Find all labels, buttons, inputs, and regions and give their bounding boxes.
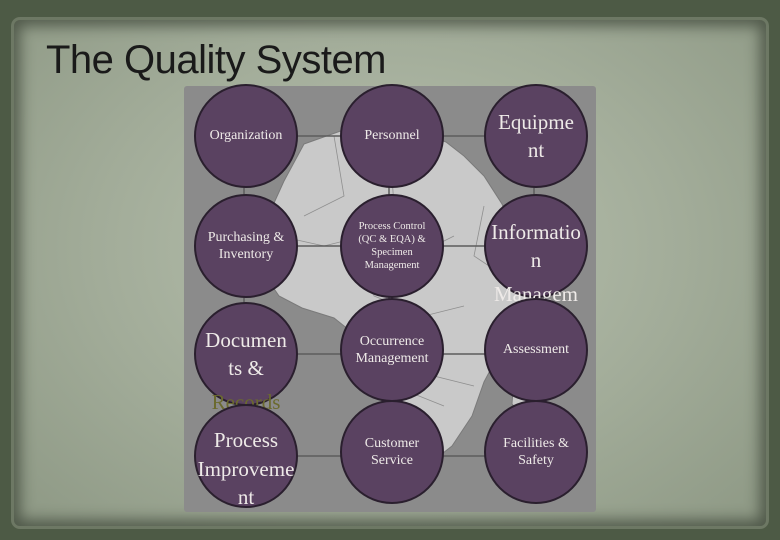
node-personnel: Personnel xyxy=(340,84,444,188)
node-label: Equipme nt xyxy=(498,109,574,162)
node-documents-records: Documen ts & xyxy=(194,302,298,406)
node-label: Occurrence Management xyxy=(355,333,429,367)
africa-outline xyxy=(258,127,565,465)
node-label: Organization xyxy=(209,128,283,144)
node-label: Facilities & Safety xyxy=(503,435,569,469)
node-facilities-safety: Facilities & Safety xyxy=(484,400,588,504)
node-assessment: Assessment xyxy=(484,298,588,402)
slide-title: The Quality System xyxy=(46,38,387,82)
node-organization: Organization xyxy=(194,84,298,188)
node-label: Purchasing & Inventory xyxy=(207,229,285,263)
node-equipment: Equipme nt xyxy=(484,84,588,188)
node-information-management: Informatio n xyxy=(484,194,588,298)
node-customer-service: Customer Service xyxy=(340,400,444,504)
node-label: Personnel xyxy=(364,128,420,144)
node-occurrence-management: Occurrence Management xyxy=(340,298,444,402)
node-label: Process Improveme nt xyxy=(197,428,295,510)
node-label: Customer Service xyxy=(364,435,420,469)
node-process-improvement: Process Improveme nt xyxy=(194,404,298,510)
node-purchasing-inventory: Purchasing & Inventory xyxy=(194,194,298,298)
node-process-control: Process Control (QC & EQA) & Specimen Ma… xyxy=(340,194,444,298)
node-label: Documen ts & xyxy=(205,327,287,380)
node-label: Assessment xyxy=(502,342,570,358)
node-label: Informatio n xyxy=(491,219,581,272)
node-label: Process Control (QC & EQA) & Specimen Ma… xyxy=(358,220,426,272)
